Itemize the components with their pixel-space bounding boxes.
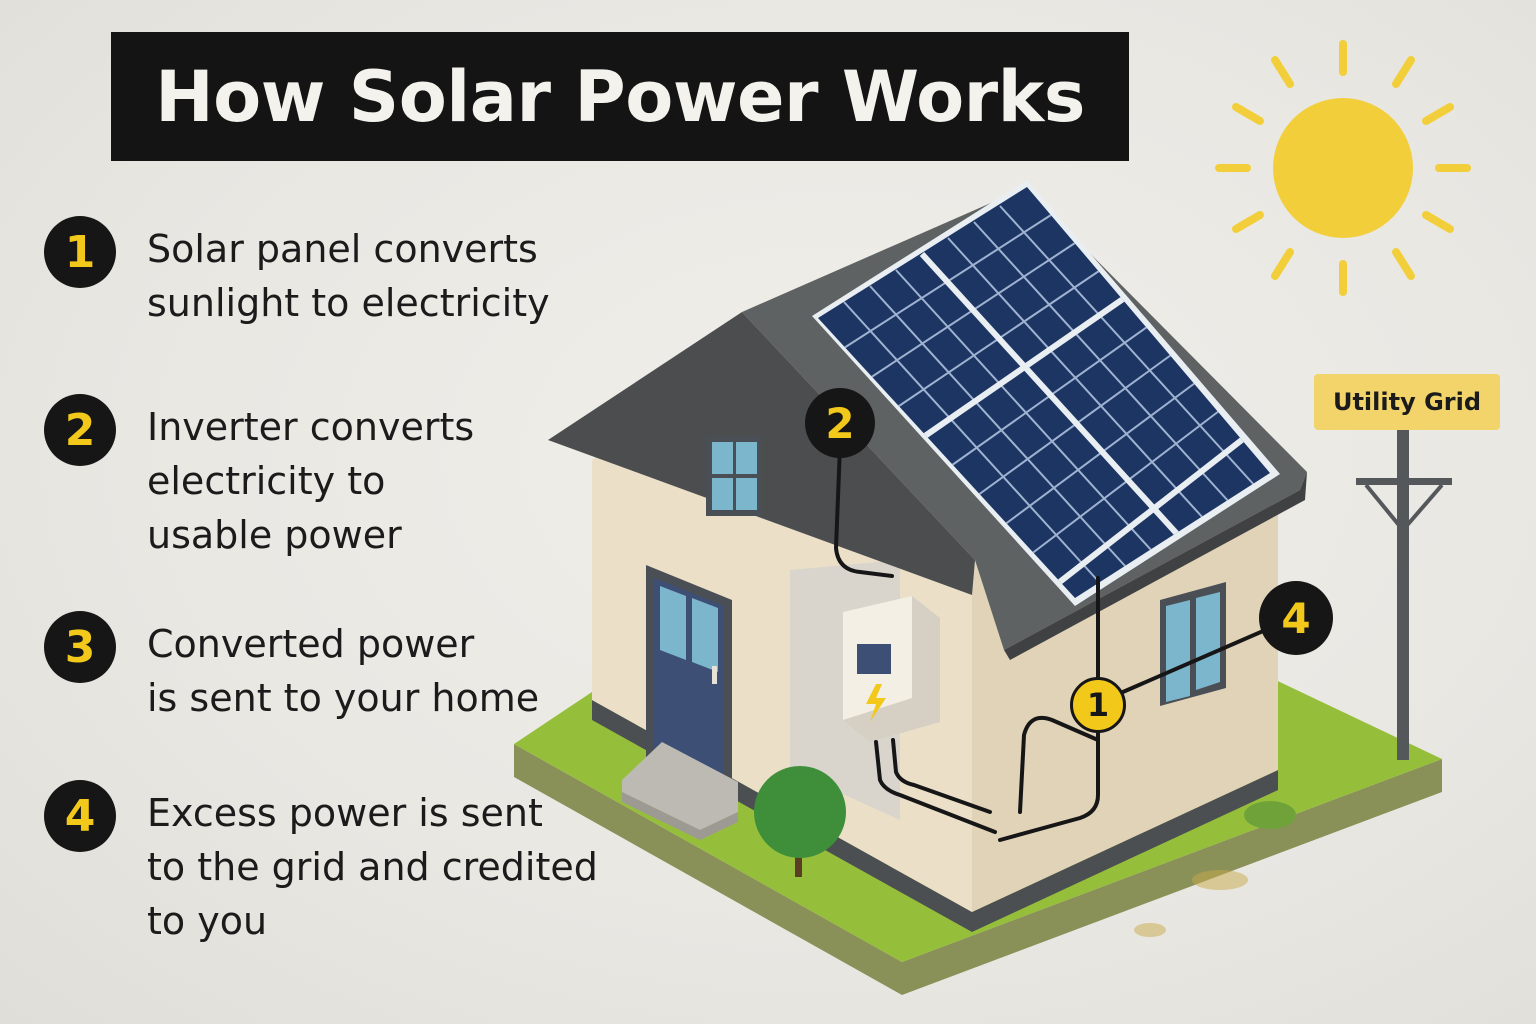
lightning-bolt-icon xyxy=(866,684,886,722)
step-3-text: Converted power is sent to your home xyxy=(147,622,540,720)
right-window xyxy=(1160,582,1226,706)
step-4-badge: 4 xyxy=(44,780,116,852)
page-title: How Solar Power Works xyxy=(155,55,1085,138)
step-1-badge: 1 xyxy=(44,216,116,288)
step-3-badge: 3 xyxy=(44,611,116,683)
title-bar: How Solar Power Works xyxy=(111,32,1129,161)
step-2: 2 Inverter converts electricity to usabl… xyxy=(44,394,627,562)
grid-wire-marker: 4 xyxy=(1259,581,1333,655)
utility-grid-label: Utility Grid xyxy=(1314,374,1500,430)
step-4-text: Excess power is sent to the grid and cre… xyxy=(147,791,598,943)
upper-window xyxy=(706,436,762,516)
wiring xyxy=(834,444,1272,842)
front-door xyxy=(646,565,732,800)
sun-icon xyxy=(1215,40,1471,296)
solar-panel xyxy=(812,180,1280,606)
tree-icon xyxy=(754,766,846,877)
step-2-badge: 2 xyxy=(44,394,116,466)
utility-pole-icon xyxy=(1356,430,1452,760)
inverter-box xyxy=(843,596,940,742)
step-1: 1 Solar panel converts sunlight to elect… xyxy=(44,216,627,330)
inverter-marker: 2 xyxy=(805,388,875,458)
panel-wire-marker: 1 xyxy=(1070,677,1126,733)
step-3: 3 Converted power is sent to your home xyxy=(44,611,627,725)
step-4: 4 Excess power is sent to the grid and c… xyxy=(44,780,627,948)
step-2-text: Inverter converts electricity to usable … xyxy=(147,405,475,557)
step-1-text: Solar panel converts sunlight to electri… xyxy=(147,227,550,325)
